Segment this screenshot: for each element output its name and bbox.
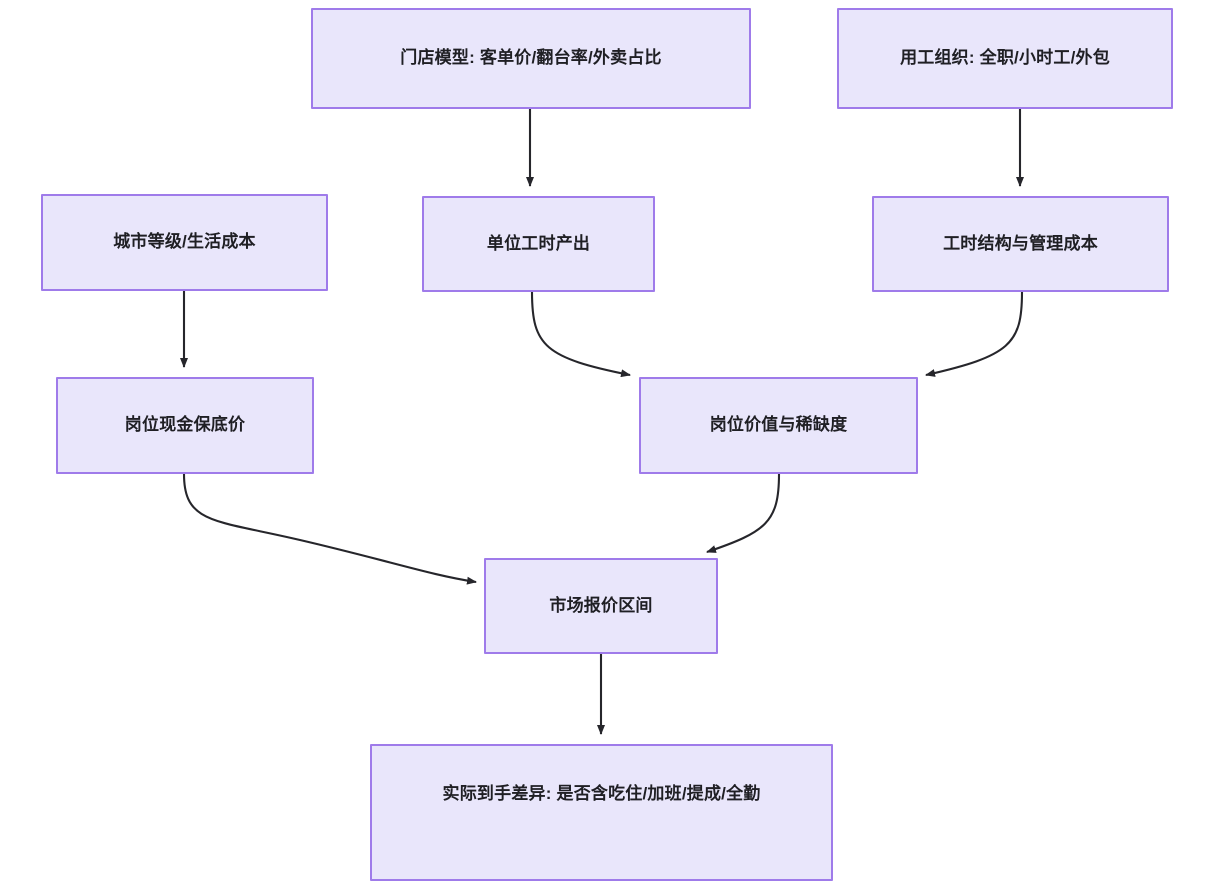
edge-role-value-to-market-range xyxy=(706,473,781,553)
node-store-model-label: 门店模型: 客单价/翻台率/外卖占比 xyxy=(400,48,662,68)
edge-hour-structure-to-role-value xyxy=(925,291,1024,377)
node-takehome-label: 实际到手差异: 是否含吃住/加班/提成/全勤 xyxy=(442,784,761,803)
node-cash-floor[interactable]: 岗位现金保底价 xyxy=(56,377,314,474)
node-city-tier-label: 城市等级/生活成本 xyxy=(113,232,256,252)
node-takehome[interactable]: 实际到手差异: 是否含吃住/加班/提成/全勤 xyxy=(370,744,833,881)
node-hour-structure[interactable]: 工时结构与管理成本 xyxy=(872,196,1169,292)
node-city-tier[interactable]: 城市等级/生活成本 xyxy=(41,194,328,291)
node-cash-floor-label: 岗位现金保底价 xyxy=(124,415,246,435)
node-market-range-label: 市场报价区间 xyxy=(549,595,653,615)
node-labor-org[interactable]: 用工组织: 全职/小时工/外包 xyxy=(837,8,1173,109)
edge-cash-floor-to-market-range xyxy=(182,473,477,585)
node-store-model[interactable]: 门店模型: 客单价/翻台率/外卖占比 xyxy=(311,8,751,109)
edge-hour-output-to-role-value xyxy=(530,291,631,378)
node-hour-output-label: 单位工时产出 xyxy=(486,233,591,253)
node-market-range[interactable]: 市场报价区间 xyxy=(484,558,718,654)
node-role-value[interactable]: 岗位价值与稀缺度 xyxy=(639,377,918,474)
node-role-value-label: 岗位价值与稀缺度 xyxy=(709,415,848,435)
node-hour-structure-label: 工时结构与管理成本 xyxy=(943,233,1098,253)
node-hour-output[interactable]: 单位工时产出 xyxy=(422,196,655,292)
node-labor-org-label: 用工组织: 全职/小时工/外包 xyxy=(900,48,1110,68)
